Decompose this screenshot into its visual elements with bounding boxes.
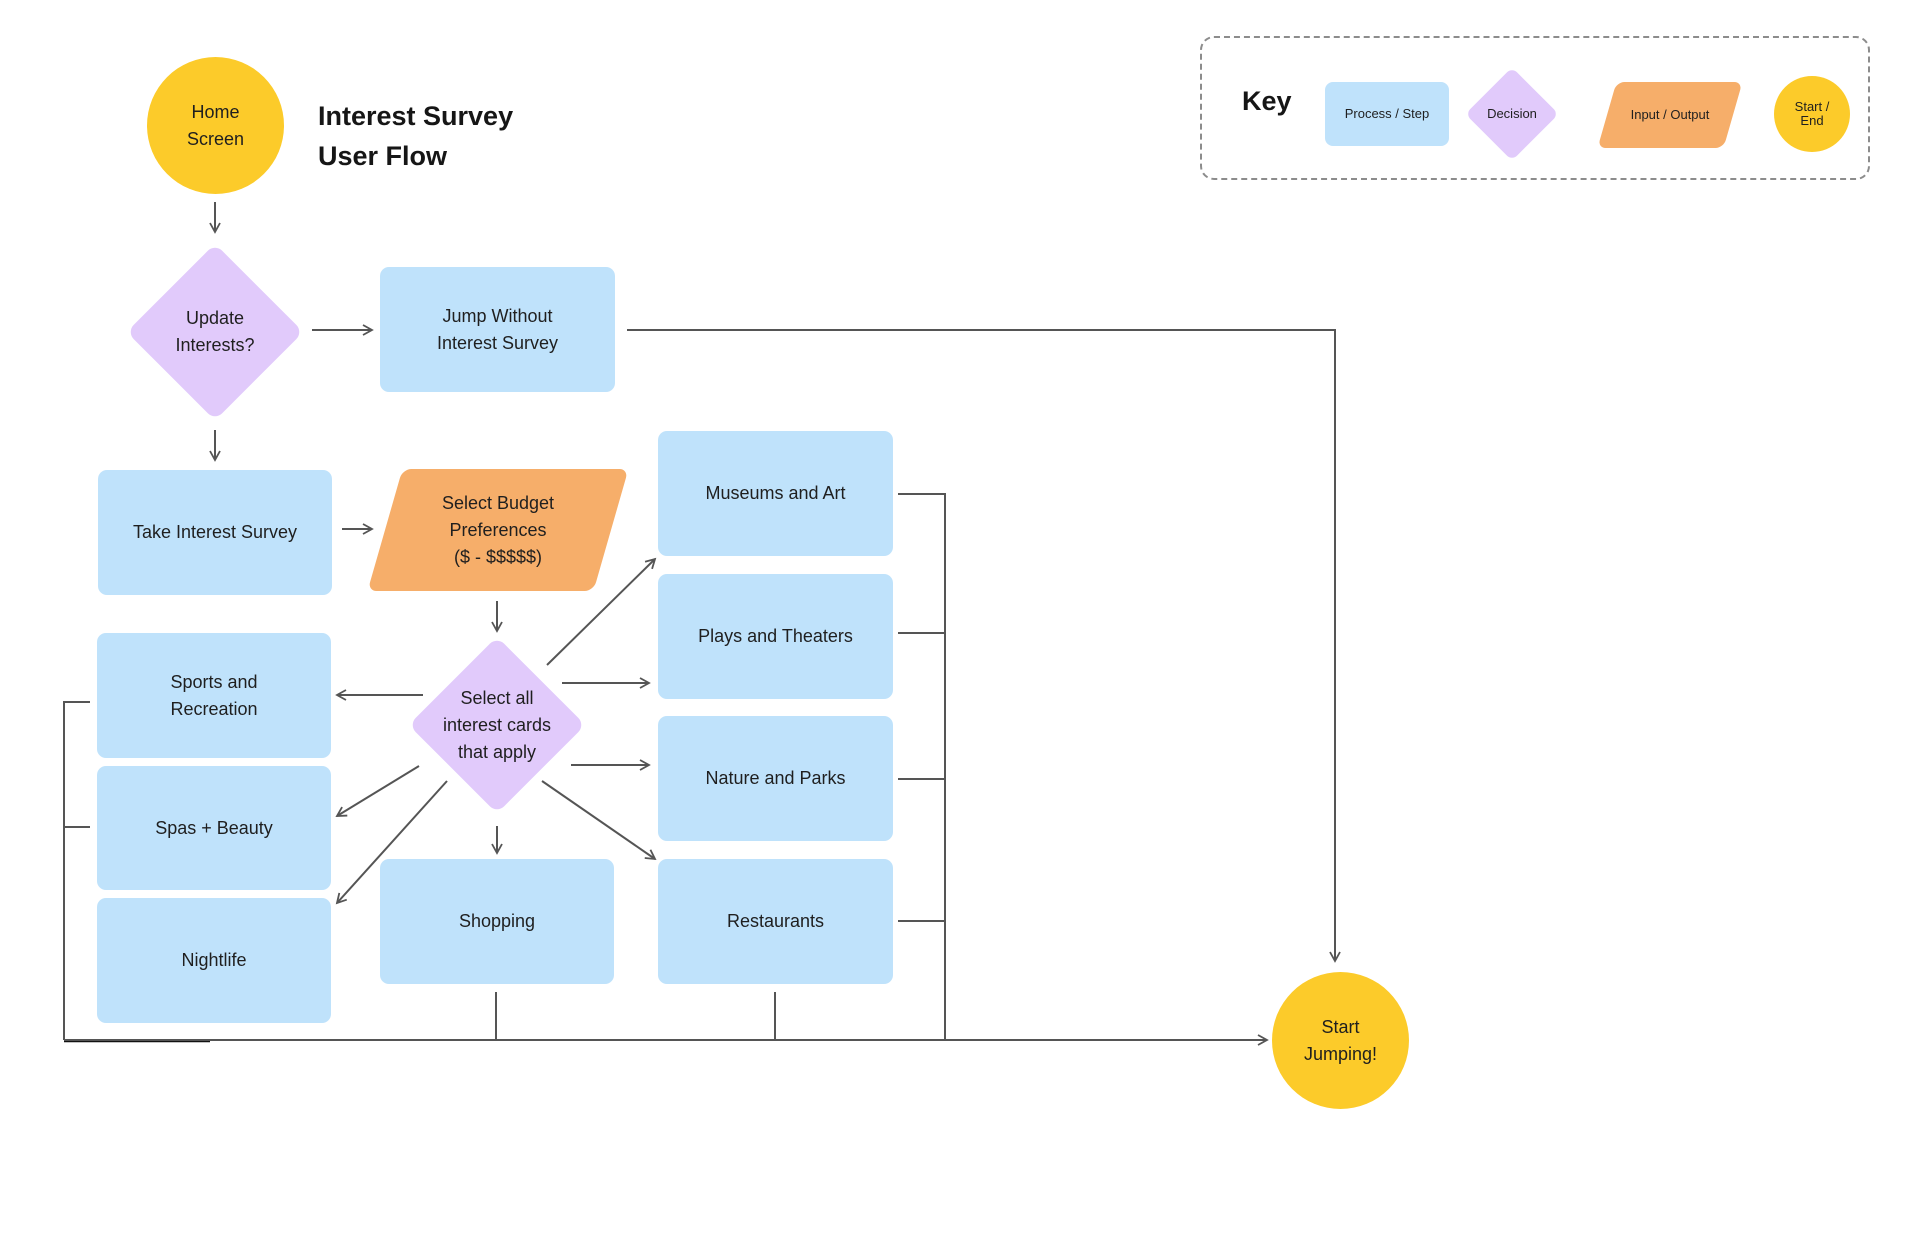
key-title: Key: [1242, 86, 1292, 116]
arrow-select-to-restaurants: [541, 780, 657, 861]
arrow-select-to-spas: [335, 765, 420, 817]
key-decision-swatch: Decision: [1464, 66, 1560, 162]
legend-key: Key Process / Step Decision Input / Outp…: [1200, 36, 1870, 180]
nature-and-parks-node[interactable]: Nature and Parks: [658, 716, 893, 841]
nightlife-node[interactable]: Nightlife: [97, 898, 331, 1023]
shopping-node[interactable]: Shopping: [380, 859, 614, 984]
key-process-swatch: Process / Step: [1325, 82, 1449, 146]
arrow-select-to-nightlife: [335, 780, 448, 905]
take-interest-survey-node[interactable]: Take Interest Survey: [98, 470, 332, 595]
connector-right-column-bus: [898, 493, 946, 1040]
key-input-output-swatch: Input / Output: [1597, 82, 1743, 148]
key-start-end-swatch: Start /End: [1774, 76, 1850, 152]
diagram-title: Interest Survey User Flow: [318, 101, 514, 171]
connector-left-column-bus: [63, 701, 90, 1040]
restaurants-node[interactable]: Restaurants: [658, 859, 893, 984]
plays-and-theaters-node[interactable]: Plays and Theaters: [658, 574, 893, 699]
connector-jump-without-to-start: [627, 329, 1341, 963]
museums-and-art-node[interactable]: Museums and Art: [658, 431, 893, 556]
spas-beauty-node[interactable]: Spas + Beauty: [97, 766, 331, 890]
arrow-select-to-museums: [546, 557, 657, 666]
